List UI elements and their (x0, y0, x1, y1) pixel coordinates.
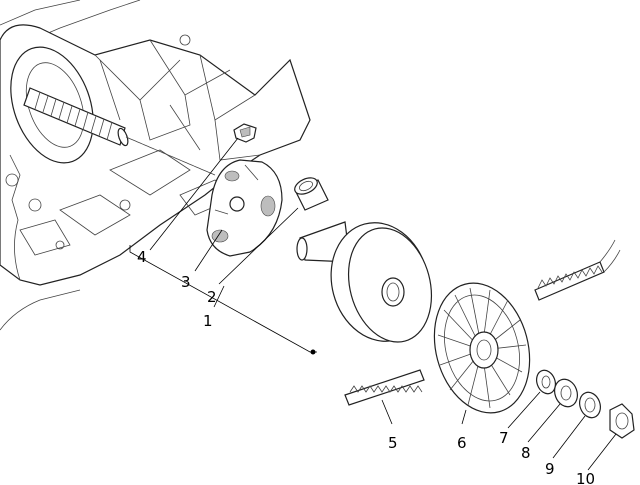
fixed-half-pulley (296, 221, 433, 343)
nut (609, 403, 635, 439)
callout-9: 9 (545, 460, 555, 478)
washers (535, 369, 601, 419)
callouts: 4 3 2 1 5 6 7 8 9 10 (137, 248, 595, 485)
fan-half-pulley (433, 282, 531, 414)
callout-6: 6 (457, 434, 467, 452)
callout-8: 8 (521, 444, 531, 462)
callout-10: 10 (576, 470, 595, 485)
spacer-bushing (294, 177, 329, 211)
callout-3: 3 (181, 273, 191, 291)
callout-4: 4 (137, 248, 147, 266)
slider-guide (233, 123, 257, 143)
drive-belt-segment (344, 239, 621, 406)
callout-7: 7 (499, 429, 509, 447)
splined-crankshaft (23, 87, 216, 176)
leader-lines (149, 137, 617, 471)
callout-2: 2 (207, 288, 217, 306)
callout-1: 1 (203, 312, 213, 330)
assembly-bracket (129, 245, 317, 355)
callout-5: 5 (388, 434, 398, 452)
